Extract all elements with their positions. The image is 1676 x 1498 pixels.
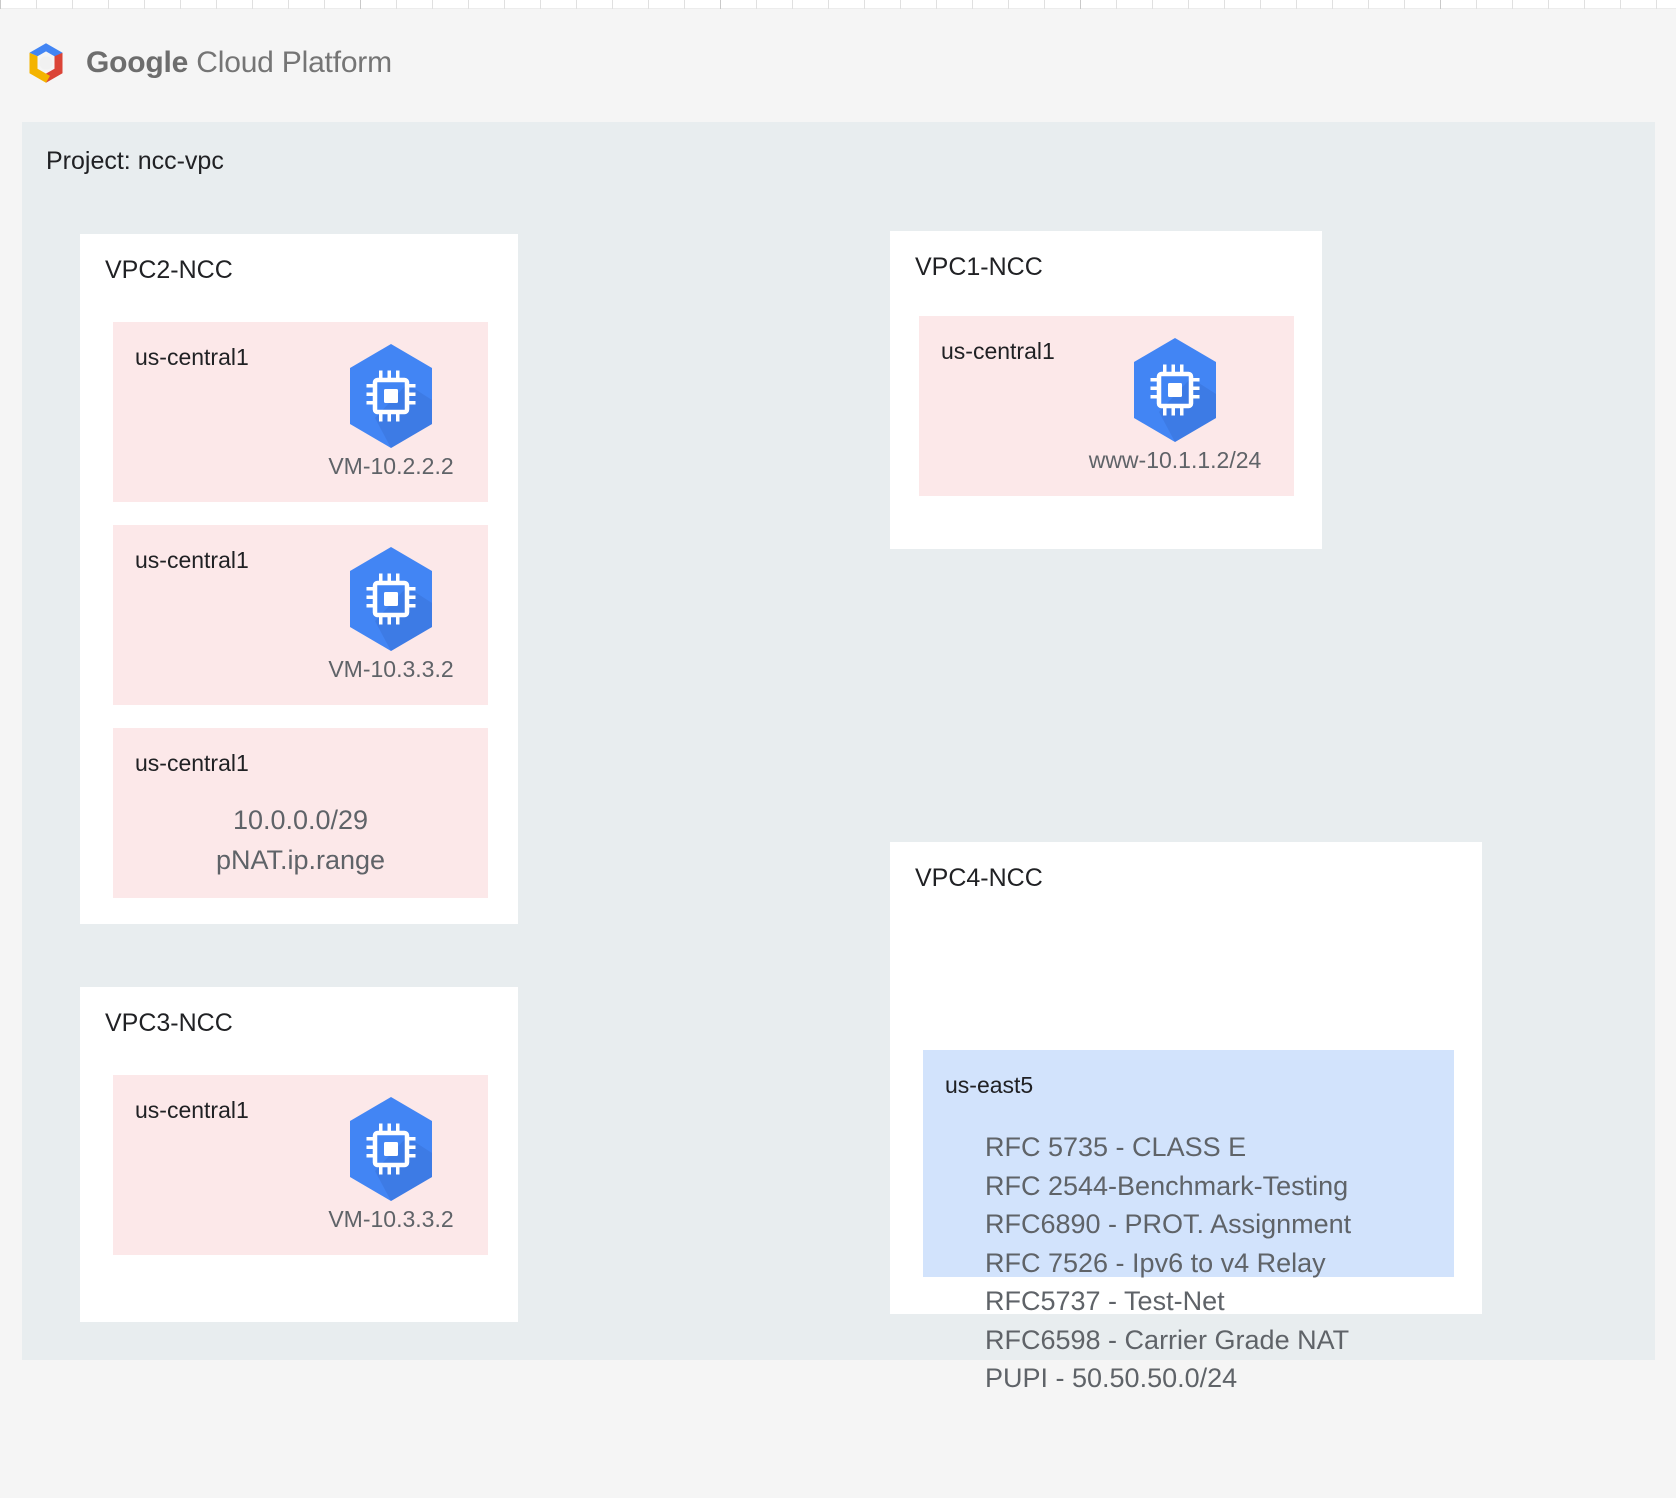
ruler-tick [1260, 0, 1261, 9]
ruler-tick [936, 0, 937, 9]
ruler-tick [720, 0, 721, 9]
ruler-tick [1584, 0, 1585, 9]
rfc-list-item: RFC6890 - PROT. Assignment [985, 1209, 1352, 1239]
ruler-tick [1368, 0, 1369, 9]
rfc-list-item: PUPI - 50.50.50.0/24 [985, 1363, 1238, 1393]
nat-range-line-2: pNAT.ip.range [215, 845, 386, 875]
ruler-tick [1404, 0, 1405, 9]
subnet-vpc2-2[interactable]: us-central1 [113, 525, 488, 705]
vpc-card-vpc4[interactable]: VPC4-NCC us-east5 RFC 5735 - CLASS E RFC … [890, 842, 1482, 1393]
vm-label: VM-10.3.3.2 [328, 1206, 454, 1232]
ruler-tick [1620, 0, 1621, 9]
ruler-tick [288, 0, 289, 9]
vpc-card-vpc2[interactable]: VPC2-NCC us-central1 [80, 234, 518, 924]
vm-instance-icon [341, 543, 441, 655]
subnet-region-label: us-east5 [945, 1072, 1034, 1098]
app-header: Google Cloud Platform [0, 9, 1676, 116]
subnet-region-label: us-central1 [135, 1097, 249, 1123]
ruler-tick [1188, 0, 1189, 9]
top-ruler [0, 0, 1676, 9]
ruler-tick [864, 0, 865, 9]
ruler-tick [144, 0, 145, 9]
ruler-tick [1224, 0, 1225, 9]
vpc-card-vpc3[interactable]: VPC3-NCC us-central1 [80, 987, 518, 1322]
ruler-tick [1656, 0, 1657, 9]
ruler-tick [1116, 0, 1117, 9]
project-canvas: Project: ncc-vpc VPC2-NCC us-central1 [22, 122, 1655, 1393]
ruler-tick [1476, 0, 1477, 9]
ruler-tick [1080, 0, 1081, 9]
subnet-vpc4-1[interactable]: us-east5 RFC 5735 - CLASS E RFC 2544-Benc… [923, 1050, 1454, 1393]
subnet-vpc1-1[interactable]: us-central1 [919, 316, 1294, 496]
rfc-list: RFC 5735 - CLASS E RFC 2544-Benchmark-Tes… [985, 1128, 1351, 1398]
ruler-tick [1548, 0, 1549, 9]
vm-label: VM-10.3.3.2 [328, 656, 454, 682]
rfc-list-item: RFC 5735 - CLASS E [985, 1132, 1247, 1162]
ruler-tick [252, 0, 253, 9]
rfc-list-item: RFC 2544-Benchmark-Testing [985, 1170, 1349, 1201]
ruler-tick [900, 0, 901, 9]
vpc-card-vpc1[interactable]: VPC1-NCC us-central1 [890, 231, 1322, 549]
vpc-title-vpc3: VPC3-NCC [105, 1009, 233, 1037]
vm-instance-icon [341, 1093, 441, 1205]
ruler-tick [324, 0, 325, 9]
ruler-tick [792, 0, 793, 9]
wordmark-google: Google [86, 45, 189, 79]
subnet-vpc2-3[interactable]: us-central1 10.0.0.0/29 pNAT.ip.range [113, 728, 488, 898]
subnet-region-label: us-central1 [135, 750, 249, 776]
subnet-region-label: us-central1 [135, 344, 249, 370]
ruler-tick [504, 0, 505, 9]
rfc-list-item: RFC 7526 - Ipv6 to v4 Relay [985, 1247, 1326, 1278]
vpc-title-vpc2: VPC2-NCC [105, 256, 233, 284]
ruler-tick [828, 0, 829, 9]
rfc-list-item: RFC6598 - Carrier Grade NAT [985, 1324, 1350, 1355]
vm-instance-icon [1125, 334, 1225, 446]
ruler-tick [1512, 0, 1513, 9]
ruler-tick [468, 0, 469, 9]
subnet-vpc2-1[interactable]: us-central1 [113, 322, 488, 502]
ruler-tick [396, 0, 397, 9]
vpc-title-vpc1: VPC1-NCC [915, 253, 1043, 281]
ruler-tick [360, 0, 361, 9]
ruler-tick [612, 0, 613, 9]
vpc-title-vpc4: VPC4-NCC [915, 864, 1043, 892]
ruler-tick [432, 0, 433, 9]
project-title: Project: ncc-vpc [46, 147, 224, 175]
google-cloud-platform-logo-icon [23, 40, 69, 86]
ruler-tick [1296, 0, 1297, 9]
ruler-tick [756, 0, 757, 9]
ruler-tick [36, 0, 37, 9]
ruler-tick [72, 0, 73, 9]
vm-instance-icon [341, 340, 441, 452]
ruler-tick [576, 0, 577, 9]
ruler-tick [684, 0, 685, 9]
ruler-tick [108, 0, 109, 9]
ruler-tick [972, 0, 973, 9]
ruler-tick [0, 0, 1, 9]
ruler-tick [216, 0, 217, 9]
ruler-tick [1152, 0, 1153, 9]
ruler-tick [648, 0, 649, 9]
subnet-region-label: us-central1 [941, 338, 1055, 364]
nat-range-line-1: 10.0.0.0/29 [232, 805, 369, 835]
rfc-list-item: RFC5737 - Test-Net [985, 1286, 1225, 1316]
wordmark-cloud-platform: Cloud Platform [188, 45, 392, 79]
ruler-tick [1044, 0, 1045, 9]
ruler-tick [1008, 0, 1009, 9]
vm-label: www-10.1.1.2/24 [1088, 447, 1262, 473]
ruler-tick [1440, 0, 1441, 9]
ruler-tick [1332, 0, 1333, 9]
app-wordmark: Google Cloud Platform [86, 46, 392, 80]
ruler-tick [540, 0, 541, 9]
ruler-tick [180, 0, 181, 9]
subnet-region-label: us-central1 [135, 547, 249, 573]
vm-label: VM-10.2.2.2 [328, 453, 454, 479]
subnet-vpc3-1[interactable]: us-central1 [113, 1075, 488, 1255]
